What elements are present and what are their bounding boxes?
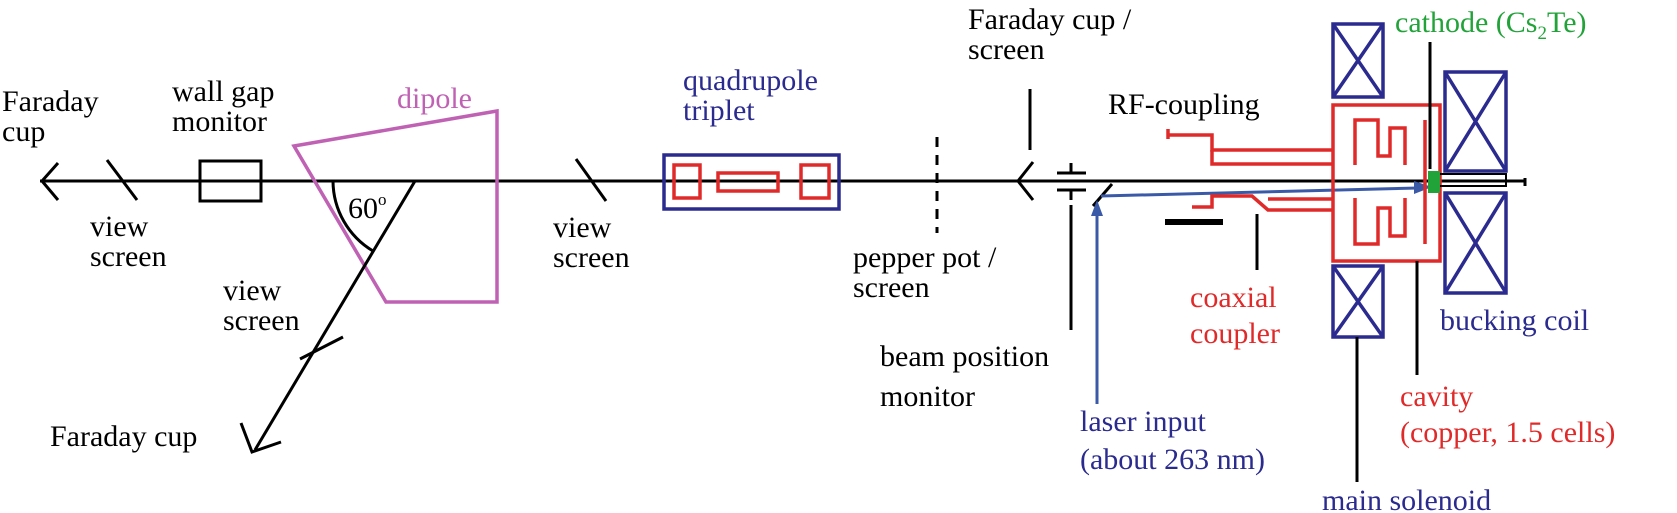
quadrupole-triplet-frame — [662, 153, 841, 211]
dipole-magnet — [291, 108, 499, 304]
view-screen-2-label: view screen — [223, 274, 300, 337]
faraday-cup-bottom-symbol — [239, 422, 282, 454]
laser-beam-arrowhead — [1414, 181, 1432, 194]
bucking-coil-label: bucking coil — [1440, 304, 1589, 337]
faraday-cup-bottom-label: Faraday cup — [50, 420, 197, 453]
wall-gap-monitor-label: wall gap monitor — [172, 75, 282, 138]
view-screen-1-label: view screen — [90, 210, 167, 273]
main-solenoid-lower-x2 — [1331, 264, 1385, 339]
quadrupole-triplet-label: quadrupole triplet — [683, 64, 825, 127]
coaxial-coupler-lower — [1192, 194, 1332, 212]
laser-input-label: laser input (about 263 nm) — [1080, 405, 1265, 476]
view-screen-3-label: view screen — [553, 211, 630, 274]
laser-beam-path — [1100, 186, 1419, 198]
cathode-cs2te — [1428, 171, 1440, 193]
angle-label: 60o — [348, 190, 387, 225]
rf-coupling-label: RF-coupling — [1108, 88, 1260, 121]
wall-gap-monitor-symbol — [198, 159, 263, 203]
cavity-upper-iris — [1353, 118, 1407, 165]
faraday-cup-screen-label: Faraday cup / screen — [968, 3, 1139, 66]
cavity-lower-iris — [1353, 198, 1407, 246]
bucking-coil-upper — [1443, 70, 1508, 173]
pepper-pot-label: pepper pot / screen — [853, 241, 1004, 304]
coaxial-coupler-inner-top — [1210, 150, 1332, 166]
main-solenoid-upper-x2 — [1331, 23, 1385, 98]
bucking-coil-lower — [1443, 191, 1508, 295]
quadrupole-1 — [672, 163, 702, 200]
bucking-coil-lower-x2 — [1443, 192, 1508, 294]
quadrupole-3 — [799, 163, 831, 200]
faraday-cup-left-label: Faraday cup — [2, 85, 106, 148]
coaxial-coupler-label: coaxial coupler — [1190, 281, 1284, 350]
cavity-label: cavity (copper, 1.5 cells) — [1400, 380, 1615, 449]
cathode-label: cathode (Cs2Te) — [1395, 6, 1587, 44]
angle-arc — [331, 180, 374, 253]
rf-coupling-waveguide — [1168, 133, 1332, 152]
beam-position-monitor-label: beam position monitor — [880, 340, 1057, 413]
quadrupole-2 — [716, 171, 780, 193]
faraday-cup-left-symbol — [40, 162, 60, 201]
bucking-coil-upper-x2 — [1443, 71, 1508, 172]
dipole-label: dipole — [397, 82, 472, 115]
view-screen-2-symbol — [299, 335, 344, 361]
view-screen-1-symbol — [105, 159, 139, 201]
main-solenoid-upper — [1331, 22, 1385, 99]
dipole-bend-line — [253, 180, 417, 451]
laser-input-arrowhead — [1091, 200, 1103, 216]
faraday-cup-screen-symbol — [1016, 161, 1035, 201]
view-screen-3-symbol — [574, 158, 608, 202]
main-solenoid-label: main solenoid — [1322, 484, 1491, 513]
